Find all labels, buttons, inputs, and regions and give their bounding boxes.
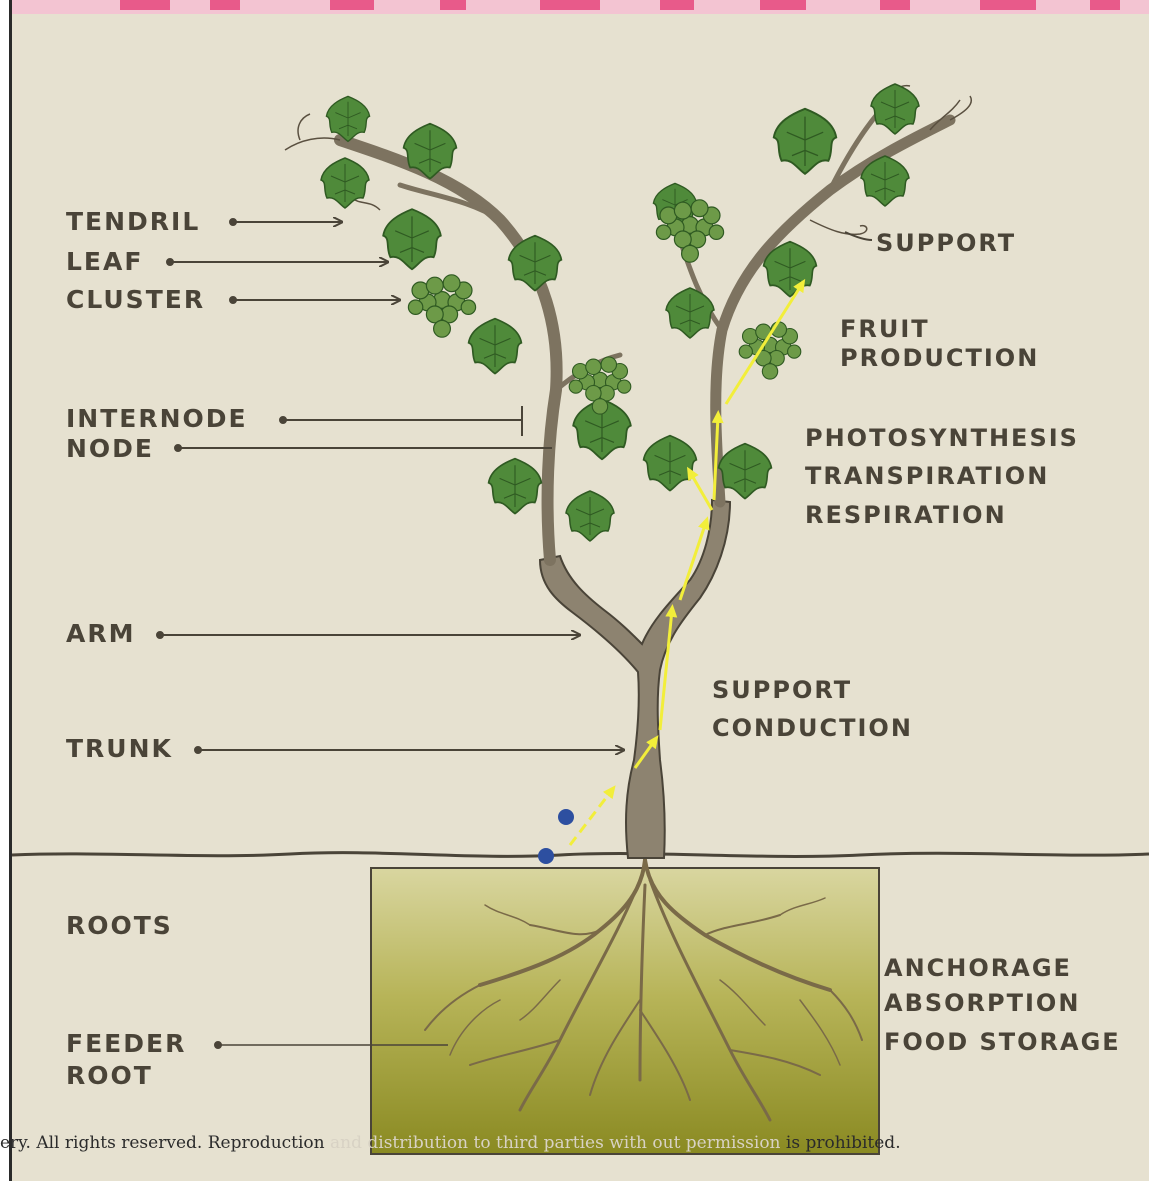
label-support-top: SUPPORT (876, 230, 1016, 256)
left-border (9, 0, 12, 1181)
label-anchorage: ANCHORAGE (884, 955, 1072, 981)
label-tendril: TENDRIL (66, 208, 200, 236)
label-food-storage: FOOD STORAGE (884, 1029, 1121, 1055)
label-trunk: TRUNK (66, 735, 173, 763)
label-absorption: ABSORPTION (884, 990, 1080, 1016)
label-support: SUPPORT (712, 677, 852, 703)
label-node: NODE (66, 435, 154, 463)
label-feeder-root: ROOT (66, 1062, 153, 1090)
label-fruit: FRUIT (840, 316, 930, 342)
label-production: PRODUCTION (840, 345, 1039, 371)
label-conduction: CONDUCTION (712, 715, 913, 741)
copyright-faded: and distribution to third parties with o… (330, 1133, 786, 1153)
copyright-start: ery. All rights reserved. Reproduction (0, 1133, 330, 1153)
label-respiration: RESPIRATION (805, 502, 1007, 528)
label-cluster: CLUSTER (66, 286, 205, 314)
copyright-notice: ery. All rights reserved. Reproduction a… (0, 1133, 901, 1153)
label-leaf: LEAF (66, 248, 143, 276)
label-photosynthesis: PHOTOSYNTHESIS (805, 425, 1079, 451)
label-roots: ROOTS (66, 912, 173, 940)
label-arm: ARM (66, 620, 135, 648)
label-internode: INTERNODE (66, 405, 248, 433)
copyright-end: is prohibited. (786, 1133, 901, 1153)
label-feeder: FEEDER (66, 1030, 186, 1058)
label-transpiration: TRANSPIRATION (805, 463, 1049, 489)
